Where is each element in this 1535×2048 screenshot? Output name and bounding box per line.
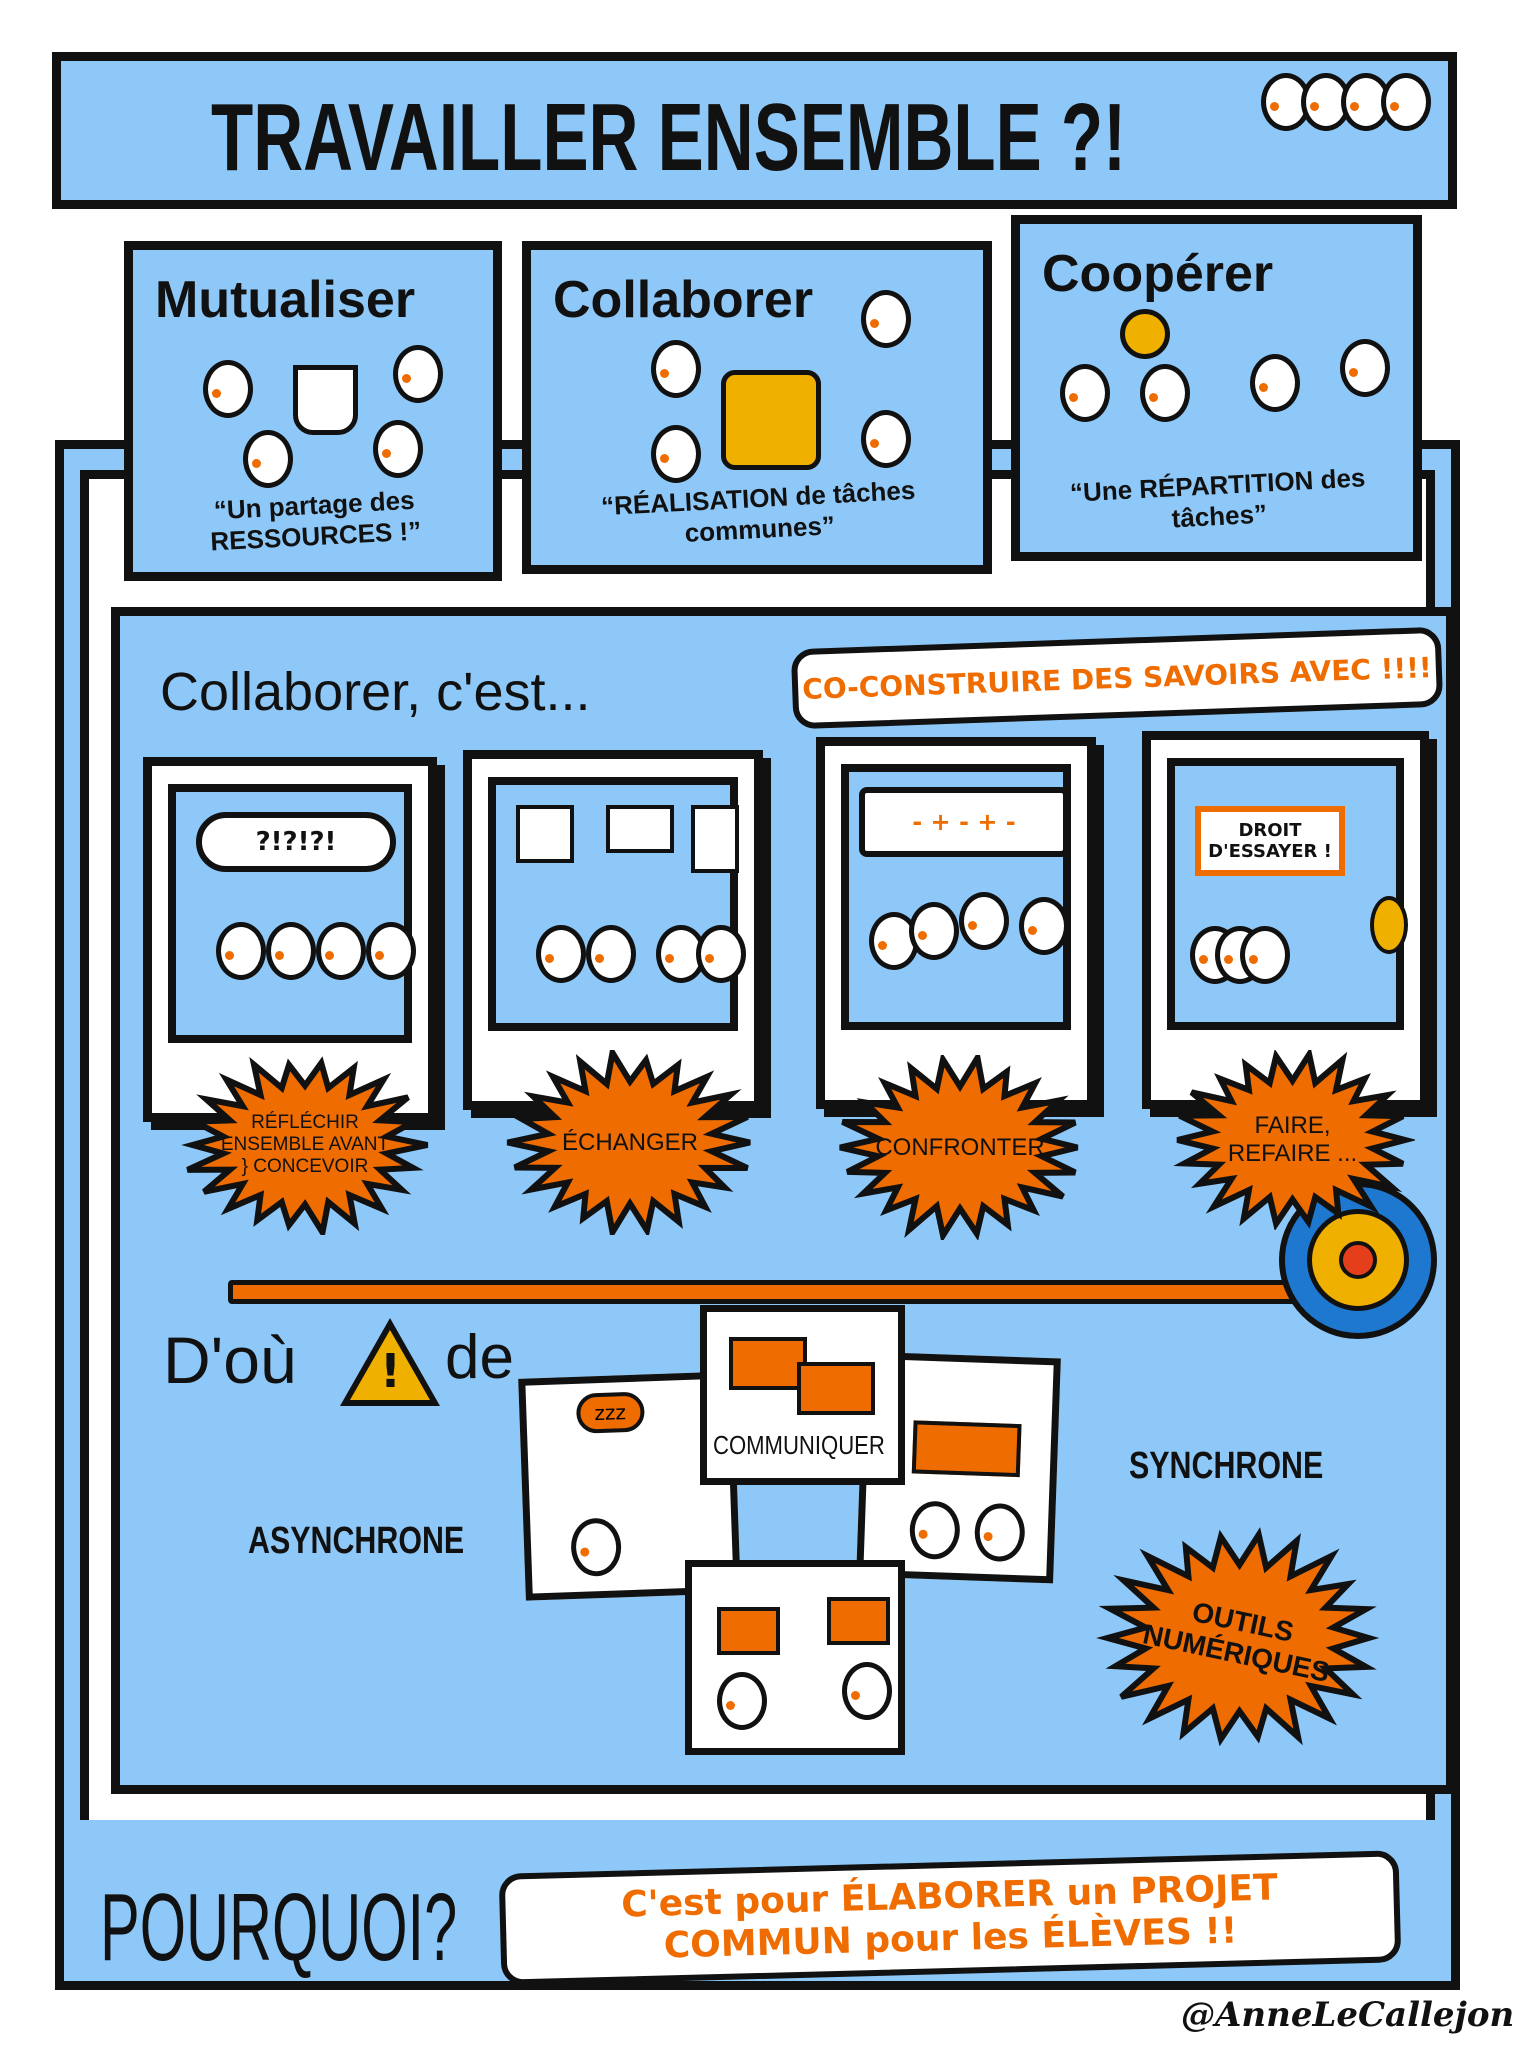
target-icon	[1370, 896, 1408, 954]
mode-card-collaborer: Collaborer “RÉALISATION de tâches commun…	[522, 241, 992, 574]
step-frame-confronter: - + - + -	[816, 737, 1096, 1109]
thought-bubble: ?!?!?!	[196, 812, 396, 872]
mode-quote: “Une RÉPARTITION des tâches”	[1069, 462, 1367, 534]
starburst-faire: FAIRE, REFAIRE ...	[1170, 1050, 1415, 1230]
mode-heading: Coopérer	[1042, 245, 1274, 303]
mode-card-mutualiser: Mutualiser “Un partage des RESSOURCES !”	[124, 241, 502, 581]
starburst-reflechir: RÉFLÉCHIR ENSEMBLE AVANT } CONCEVOIR	[180, 1055, 430, 1235]
async-label: ASYNCHRONE	[248, 1520, 465, 1562]
idea-bubble-icon	[606, 805, 674, 853]
mode-quote: “RÉALISATION de tâches communes”	[600, 474, 916, 548]
communication-prefix: D'où	[163, 1323, 297, 1397]
step-label: FAIRE, REFAIRE ...	[1227, 1112, 1358, 1167]
mode-card-cooperer: Coopérer “Une RÉPARTITION des tâches”	[1011, 215, 1422, 561]
right-to-try-sign: DROIT D'ESSAYER !	[1195, 806, 1345, 876]
ideas-bubble: - + - + -	[859, 787, 1069, 857]
starburst-digital-tools: OUTILS NUMÉRIQUES	[1096, 1527, 1383, 1749]
why-answer-bubble: C'est pour ÉLABORER un PROJET COMMUN pou…	[498, 1850, 1402, 1986]
warning-icon: !	[340, 1318, 440, 1406]
mode-heading: Mutualiser	[155, 271, 416, 329]
chat-bubbles-icon	[729, 1337, 807, 1390]
starburst-confronter: CONFRONTER	[835, 1055, 1085, 1240]
communicate-paper: COMMUNIQUER	[700, 1305, 905, 1485]
chat-bubbles-icon	[911, 1420, 1022, 1478]
step-frame-reflechir: ?!?!?!	[143, 757, 437, 1122]
communication-suffix: de	[445, 1323, 514, 1392]
collaborate-heading: Collaborer, c'est...	[160, 662, 591, 722]
step-label: ÉCHANGER	[561, 1128, 699, 1156]
why-label: POURQUOI?	[100, 1874, 458, 1981]
idea-bubble-icon	[516, 805, 574, 863]
title-banner: TRAVAILLER ENSEMBLE ?!	[52, 52, 1457, 209]
signature: @AnneLeCallejon	[1181, 1995, 1515, 2035]
communicate-label: COMMUNIQUER	[713, 1430, 885, 1460]
mode-quote: “Un partage des RESSOURCES !”	[209, 484, 422, 557]
chat-bubbles-icon	[797, 1362, 875, 1415]
step-label: RÉFLÉCHIR ENSEMBLE AVANT } CONCEVOIR	[220, 1112, 390, 1177]
starburst-echanger: ÉCHANGER	[505, 1050, 755, 1235]
step-frame-faire: DROIT D'ESSAYER !	[1142, 731, 1429, 1109]
mode-heading: Collaborer	[553, 271, 814, 329]
hybrid-paper	[685, 1560, 905, 1755]
step-label: CONFRONTER	[875, 1133, 1045, 1161]
idea-bubble-icon	[691, 805, 739, 873]
page-title: TRAVAILLER ENSEMBLE ?!	[211, 84, 1127, 191]
sleep-cloud-icon: zzz	[575, 1391, 645, 1434]
sync-label: SYNCHRONE	[1129, 1445, 1324, 1487]
co-construct-bubble: CO-CONSTRUIRE DES SAVOIRS AVEC !!!!	[790, 626, 1444, 730]
progress-arrow	[228, 1280, 1358, 1304]
